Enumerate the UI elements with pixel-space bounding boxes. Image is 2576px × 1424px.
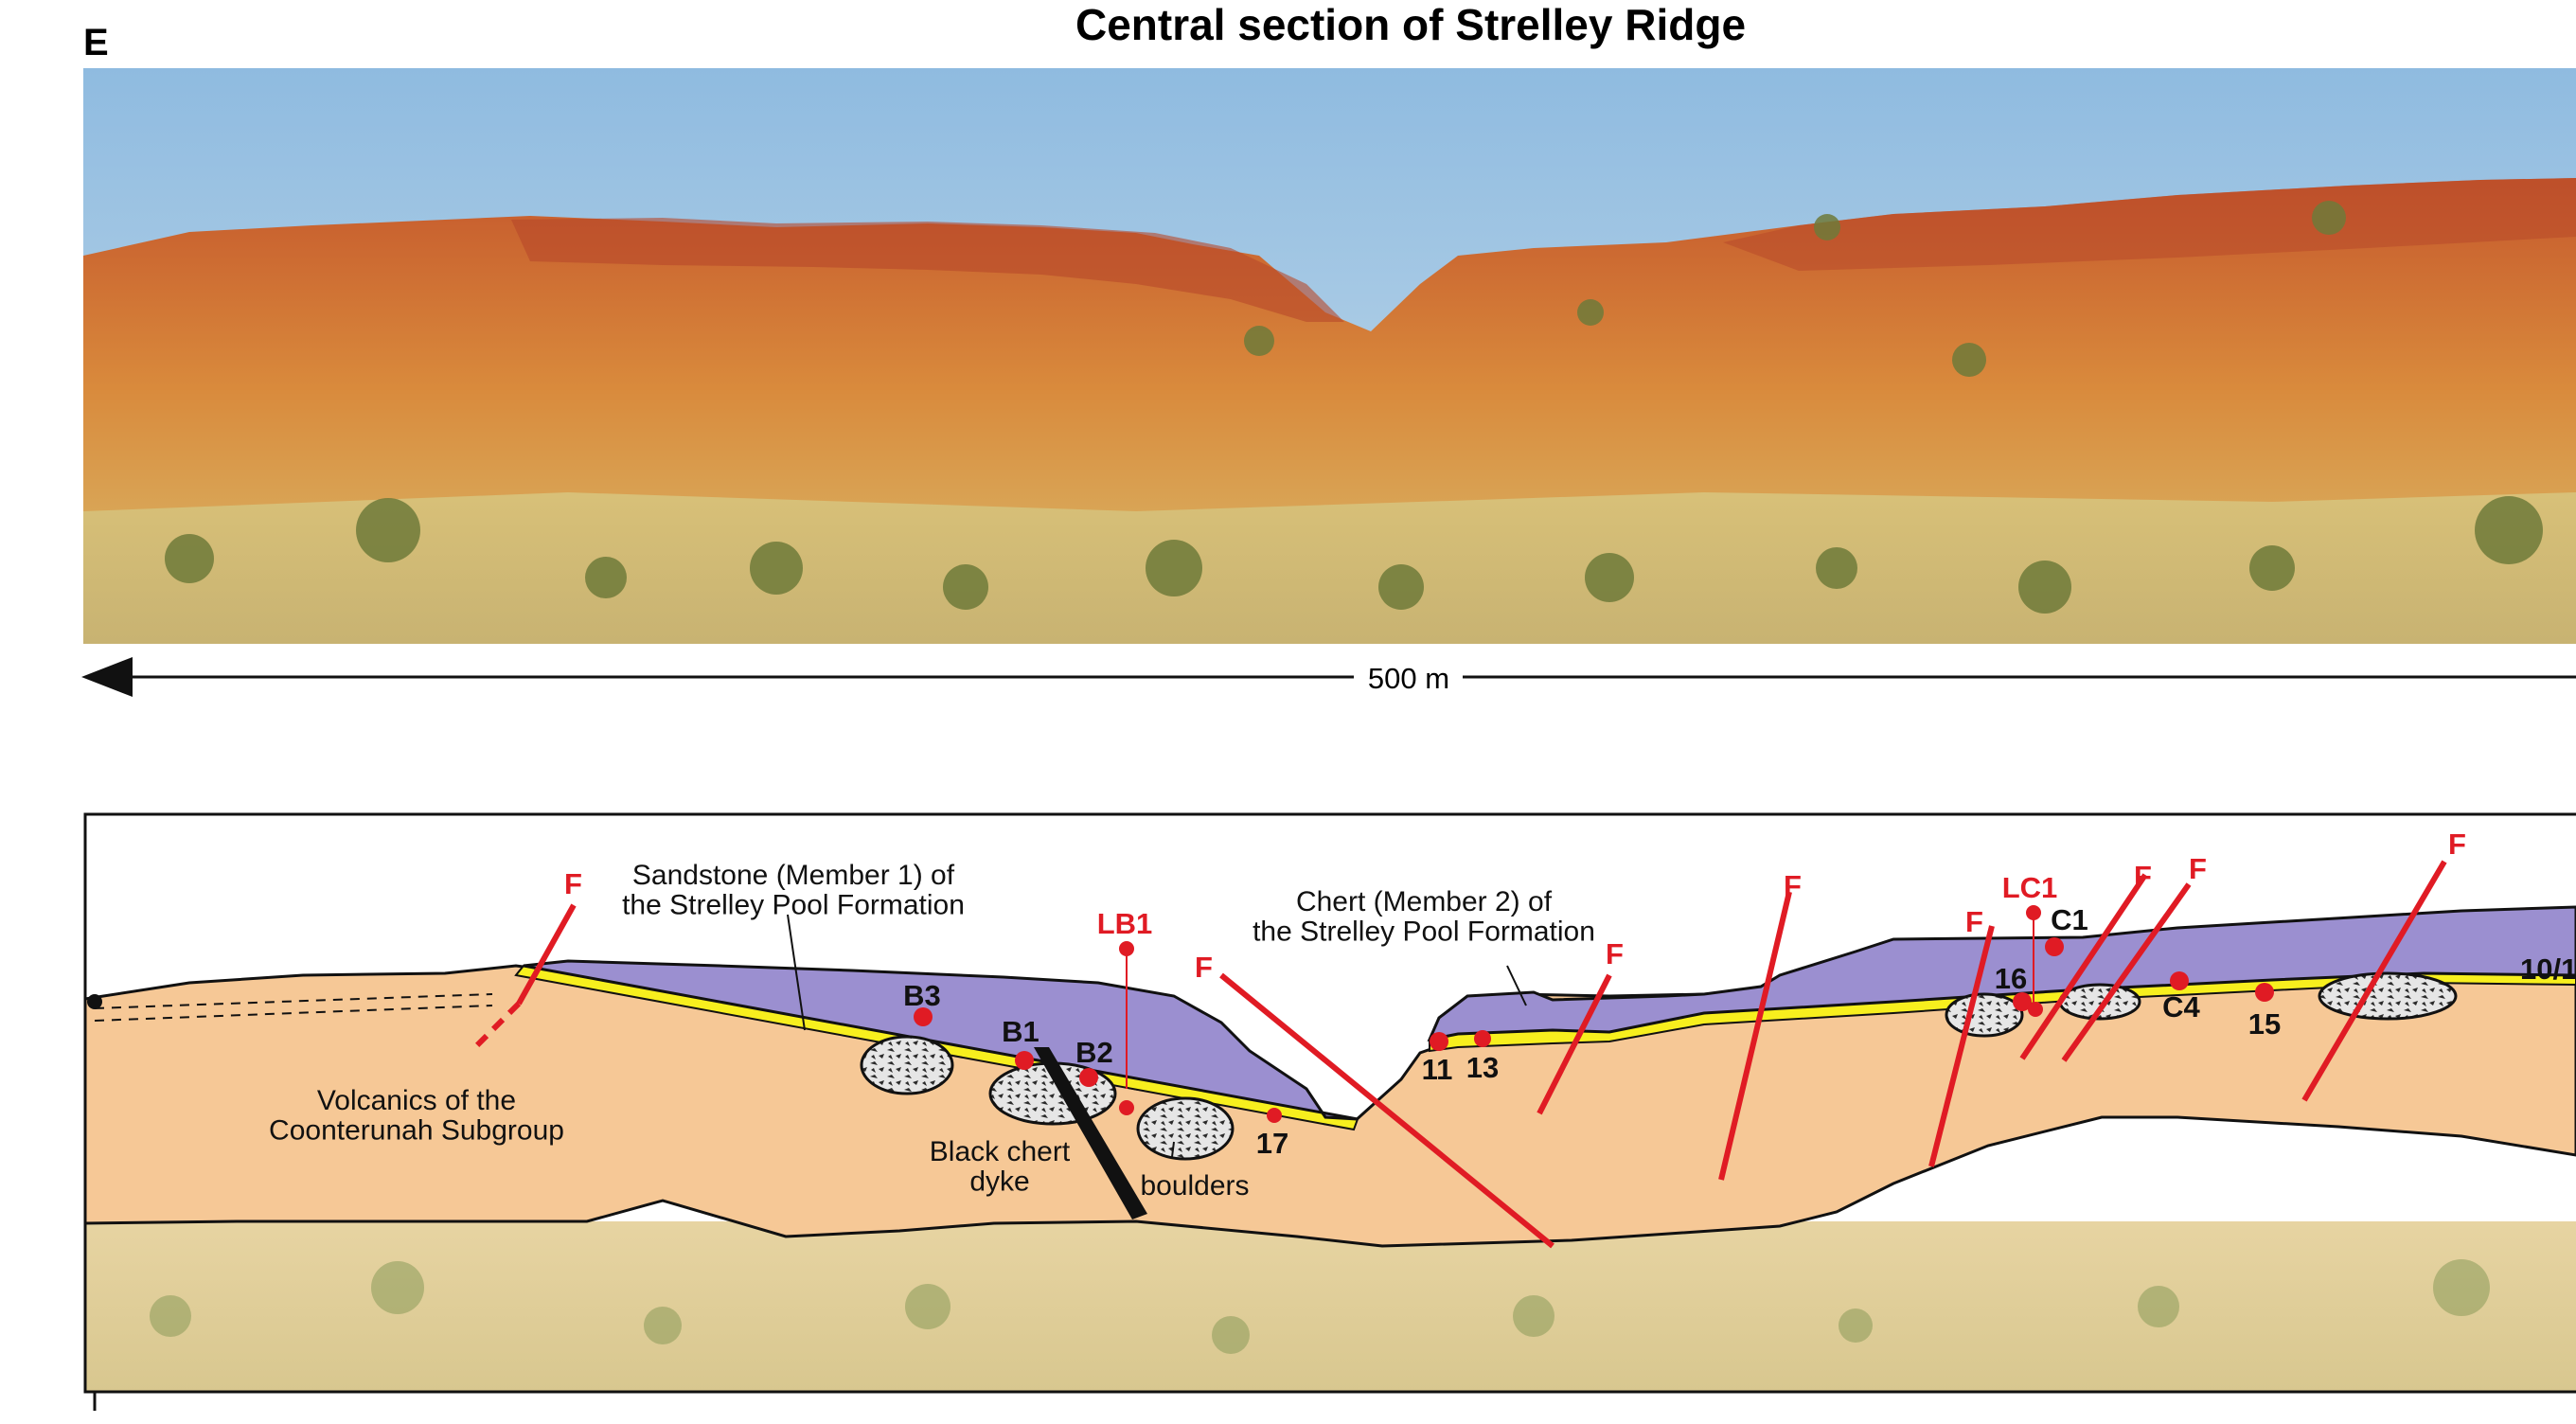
sample-lb1: [1119, 941, 1134, 956]
label-11: 11: [1422, 1053, 1453, 1086]
label-line: the Strelley Pool Formation: [1252, 917, 1595, 948]
label-b1: B1: [1002, 1015, 1039, 1048]
label-16: 16: [1995, 962, 2027, 995]
scale-bar: 500 m: [81, 657, 2576, 697]
label-lc1: LC1: [2002, 871, 2058, 904]
panel-label: E: [83, 22, 109, 63]
sample-13: [1474, 1030, 1491, 1047]
fault-3: [1537, 973, 1612, 1115]
boulder-b2: [1136, 1096, 1235, 1161]
fault-1: [516, 903, 577, 1006]
sample-c1: [2045, 937, 2064, 956]
fault-label-7: F: [2189, 852, 2207, 885]
chert-layer-left: [523, 959, 1359, 1121]
fault-label-3: F: [1606, 937, 1624, 970]
label-lb1: LB1: [1097, 907, 1153, 940]
contact-dashed-1: [94, 993, 493, 1009]
label-17: 17: [1256, 1127, 1288, 1160]
label-line: Coonterunah Subgroup: [269, 1115, 564, 1147]
sample-11: [1430, 1032, 1448, 1051]
panorama-photo: [83, 68, 2576, 644]
leader-lines: [787, 914, 1527, 1158]
label-c1: C1: [2051, 903, 2088, 936]
label-b2: B2: [1075, 1036, 1113, 1069]
fault-7: [2061, 882, 2192, 1062]
chert-layer-right: [1427, 905, 2576, 1042]
sample-b1: [1015, 1051, 1034, 1070]
label-line: dyke: [969, 1166, 1029, 1198]
sample-points: [914, 905, 2274, 1123]
fault-4: [1718, 891, 1792, 1181]
faults: [471, 860, 2447, 1249]
sample-b3: [914, 1007, 933, 1026]
fault-5: [1928, 925, 1995, 1167]
sample-b2: [1079, 1068, 1098, 1087]
label-line: the Strelley Pool Formation: [622, 890, 965, 921]
section-origin-marker: [87, 994, 102, 1009]
boulder-b3: [860, 1035, 954, 1095]
sample-16: [2013, 992, 2032, 1011]
sample-17: [1267, 1108, 1282, 1123]
scale-bar-label: 500 m: [1368, 662, 1449, 695]
sample-b2b: [1119, 1100, 1134, 1115]
label-line: Chert (Member 2) of: [1296, 886, 1553, 917]
cross-section-panel: F F F F F F F F: [83, 812, 2576, 1411]
label-c4: C4: [2162, 990, 2200, 1024]
fault-8: [2301, 860, 2447, 1102]
fault-label-1: F: [564, 867, 582, 900]
fault-label-4: F: [1784, 869, 1802, 902]
fault-label-6: F: [2134, 860, 2152, 893]
fault-label-2: F: [1195, 951, 1213, 984]
label-10: 10/1: [2520, 952, 2576, 986]
fault-1-projected: [471, 1001, 522, 1052]
ground-photo-strip: [85, 1221, 2576, 1392]
label-line: Sandstone (Member 1) of: [632, 860, 955, 891]
contact-dashed-2: [94, 1005, 493, 1022]
cross-section-frame: [83, 812, 2576, 1394]
label-line: Volcanics of the: [317, 1085, 516, 1116]
sample-16b: [2028, 1002, 2043, 1017]
fault-label-8: F: [2448, 828, 2466, 861]
sample-c4: [2170, 971, 2189, 990]
label-15: 15: [2248, 1007, 2281, 1041]
sample-lc1: [2026, 905, 2041, 920]
sample-15: [2255, 983, 2274, 1002]
fault-2: [1219, 972, 1554, 1249]
fault-6: [2019, 873, 2148, 1060]
label-b3: B3: [903, 979, 941, 1012]
label-13: 13: [1466, 1051, 1499, 1084]
label-line: Black chert: [930, 1136, 1071, 1167]
boulder-10: [2318, 971, 2458, 1021]
boulder-16: [1945, 992, 2024, 1038]
label-boulders: boulders: [1140, 1170, 1249, 1202]
figure-title: Central section of Strelley Ridge: [1075, 0, 1746, 49]
fault-label-5: F: [1965, 905, 1983, 938]
black-chert-dyke: [1034, 1047, 1147, 1219]
